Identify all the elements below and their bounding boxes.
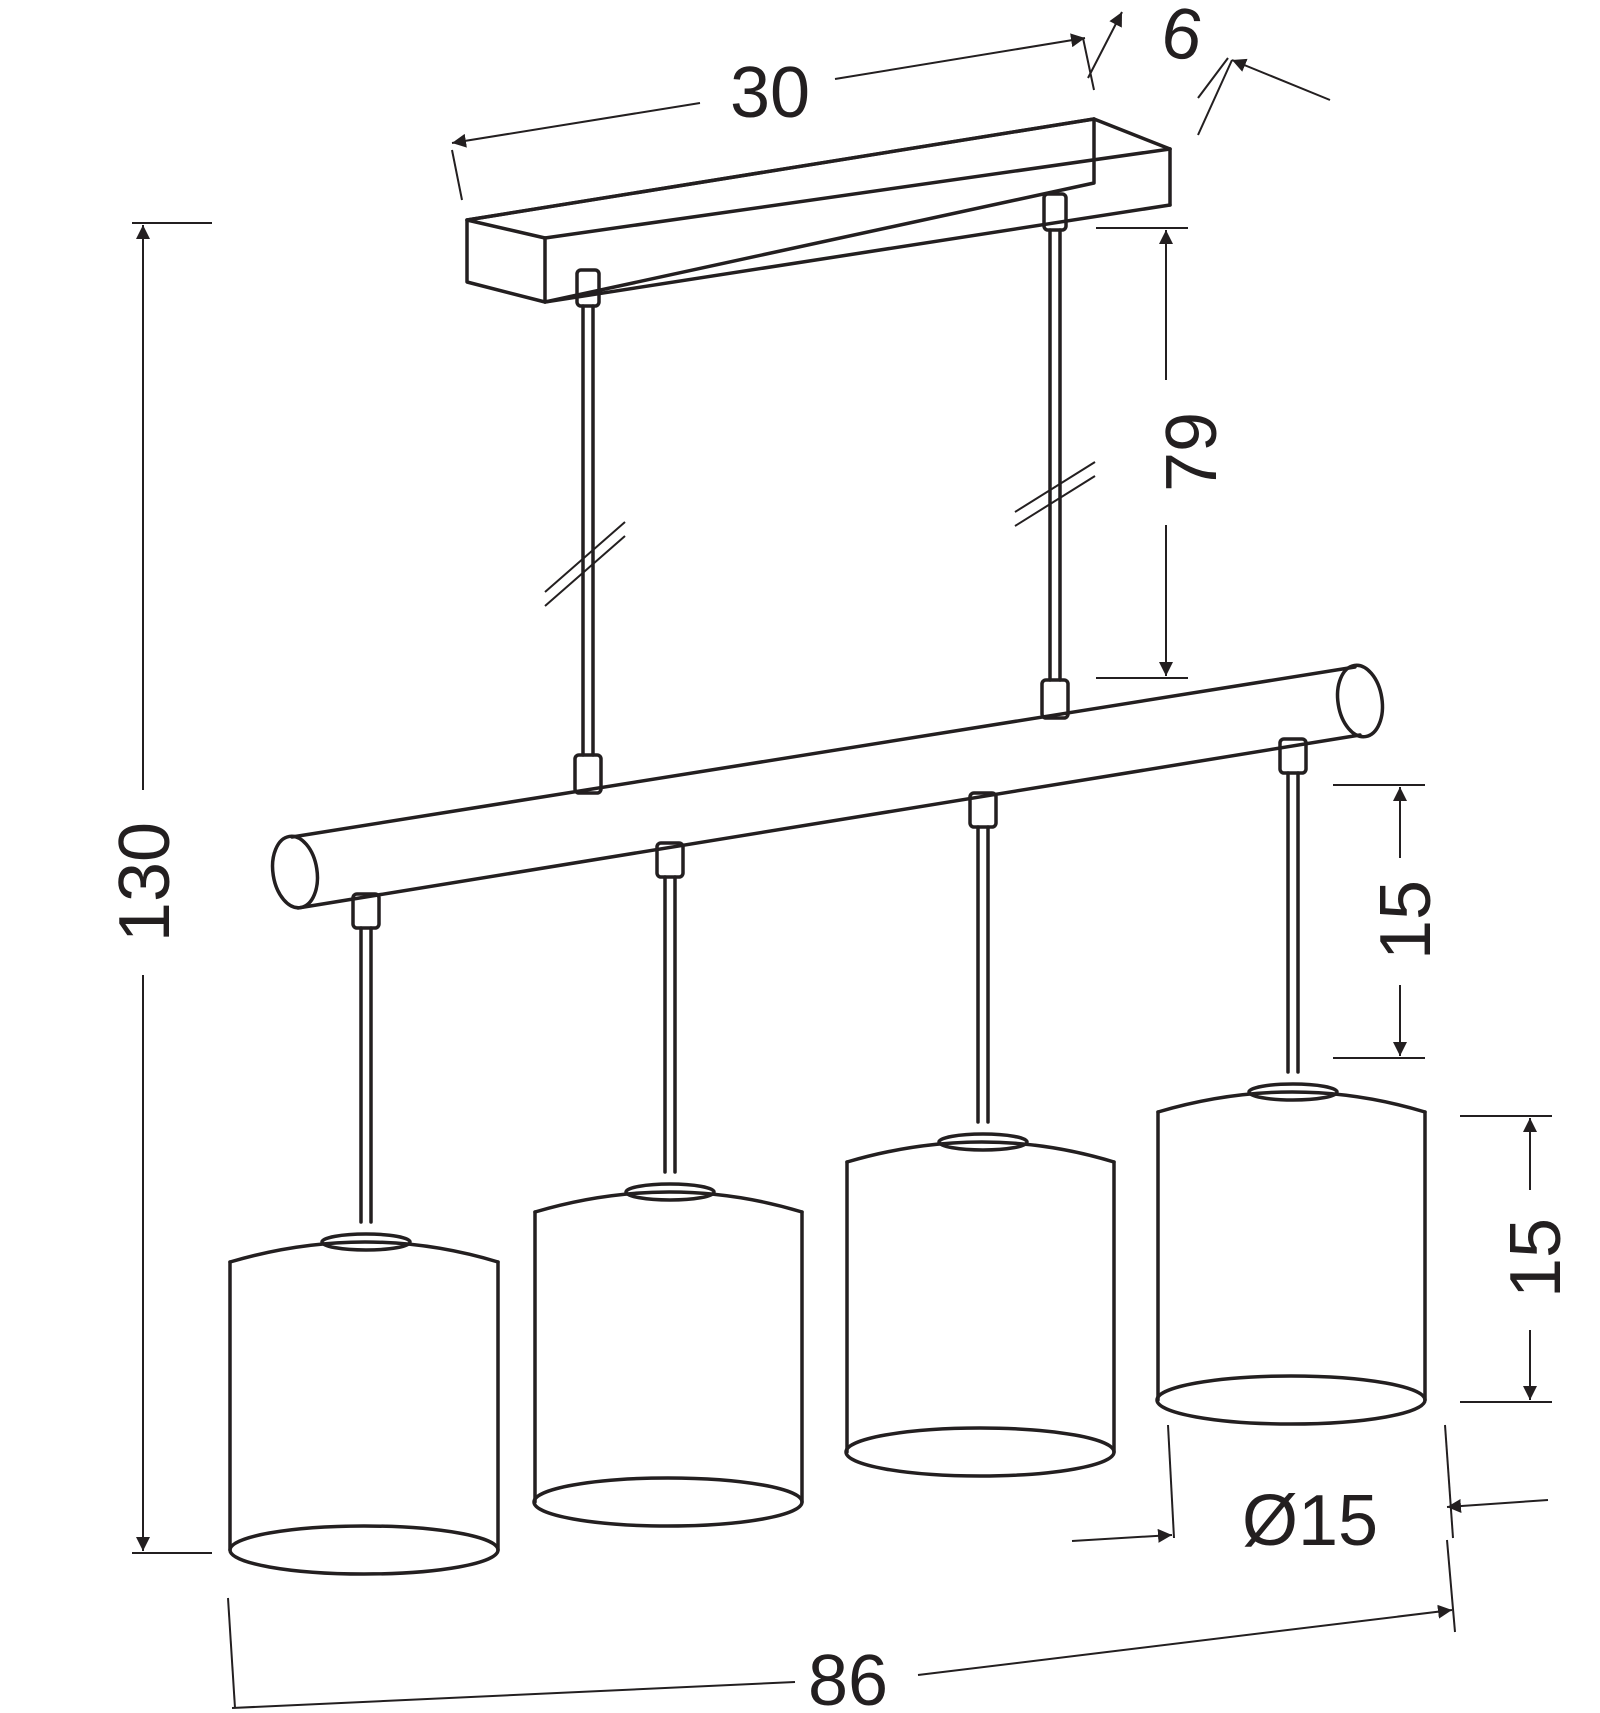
dimension-shade-diameter: Ø15: [1071, 1424, 1549, 1561]
dimension-shade-height-lower: 15: [1460, 1115, 1576, 1403]
total-height-label: 130: [105, 822, 185, 942]
dimension-rod-length: 79: [1096, 227, 1232, 679]
rod-length-label: 79: [1152, 412, 1232, 492]
dimension-shade-drop-upper: 15: [1333, 784, 1446, 1059]
dimension-total-height: 130: [105, 222, 212, 1554]
width-label: 30: [730, 53, 810, 133]
pendant-shade-4: [1155, 737, 1427, 1426]
pendant-shade-3: [844, 791, 1116, 1478]
suspension-rods: [544, 192, 1096, 795]
shade-height-upper-label: 15: [1366, 880, 1446, 960]
shade-height-lower-label: 15: [1496, 1218, 1576, 1298]
depth-label: 6: [1156, 0, 1209, 77]
total-length-label: 86: [808, 1641, 888, 1713]
pendant-shade-2: [532, 841, 804, 1528]
dimension-depth: 6: [1087, 0, 1331, 136]
shade-diameter-label: Ø15: [1242, 1481, 1378, 1561]
pendant-shade-1: [228, 892, 500, 1576]
dimension-total-length: 86: [227, 1539, 1456, 1713]
horizontal-tube: [270, 663, 1385, 910]
dimension-width: 30: [451, 33, 1095, 201]
